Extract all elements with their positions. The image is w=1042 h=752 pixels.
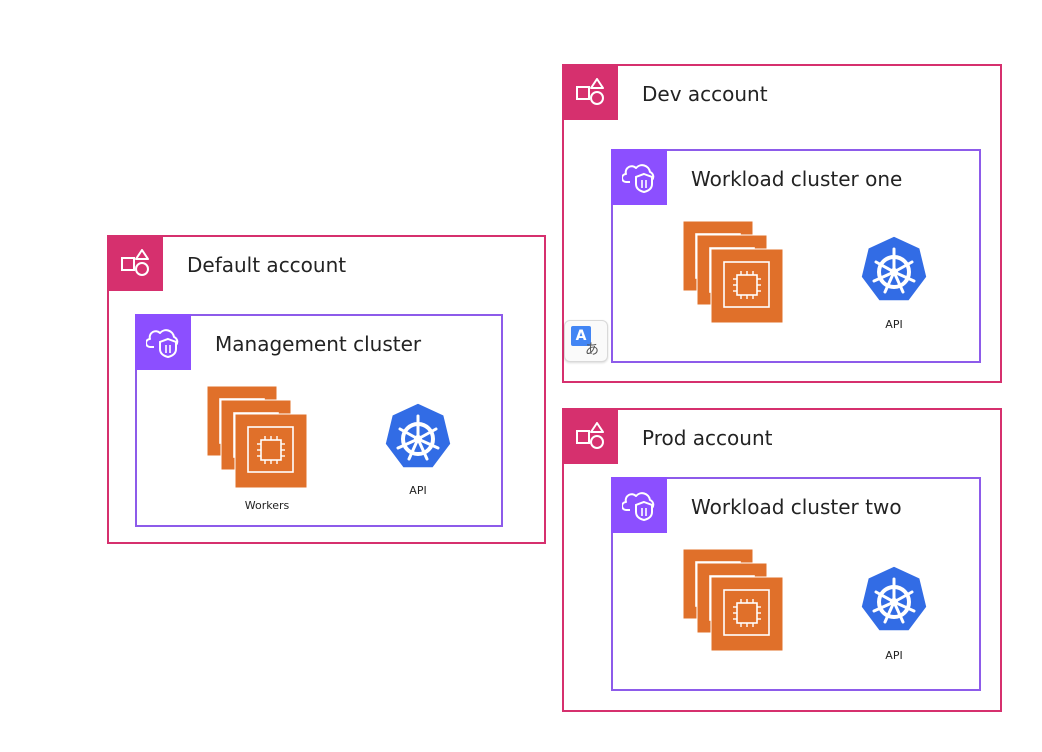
account-title: Dev account bbox=[642, 82, 768, 106]
ec2-instances-icon bbox=[683, 549, 783, 652]
translate-kana-glyph: あ bbox=[585, 342, 599, 358]
cluster-icon bbox=[611, 477, 667, 533]
cluster-management: Management cluster Workers API bbox=[135, 314, 503, 527]
account-dev: Dev account Workload cluster one API bbox=[562, 64, 1002, 383]
account-icon bbox=[562, 408, 618, 464]
account-prod: Prod account Workload cluster two API bbox=[562, 408, 1002, 712]
kubernetes-icon bbox=[383, 402, 453, 470]
cluster-title: Workload cluster one bbox=[691, 167, 903, 191]
kubernetes-icon bbox=[859, 565, 929, 633]
account-title: Prod account bbox=[642, 426, 773, 450]
cluster-workload-two: Workload cluster two API bbox=[611, 477, 981, 691]
cluster-title: Management cluster bbox=[215, 332, 422, 356]
ec2-instances-icon bbox=[683, 221, 783, 324]
api-label: API bbox=[885, 649, 903, 662]
account-icon bbox=[562, 64, 618, 120]
translate-icon: A bbox=[571, 326, 591, 346]
translate-button[interactable]: A あ bbox=[564, 320, 608, 362]
kubernetes-icon bbox=[859, 235, 929, 303]
workers-label: Workers bbox=[244, 499, 290, 512]
api-label: API bbox=[885, 318, 903, 331]
account-default: Default account Management cluster Worke… bbox=[107, 235, 546, 544]
cluster-workload-one: Workload cluster one API bbox=[611, 149, 981, 363]
api-label: API bbox=[409, 484, 427, 497]
cluster-icon bbox=[135, 314, 191, 370]
account-icon bbox=[107, 235, 163, 291]
ec2-instances-icon bbox=[207, 386, 307, 489]
cluster-icon bbox=[611, 149, 667, 205]
account-title: Default account bbox=[187, 253, 347, 277]
cluster-title: Workload cluster two bbox=[691, 495, 902, 519]
